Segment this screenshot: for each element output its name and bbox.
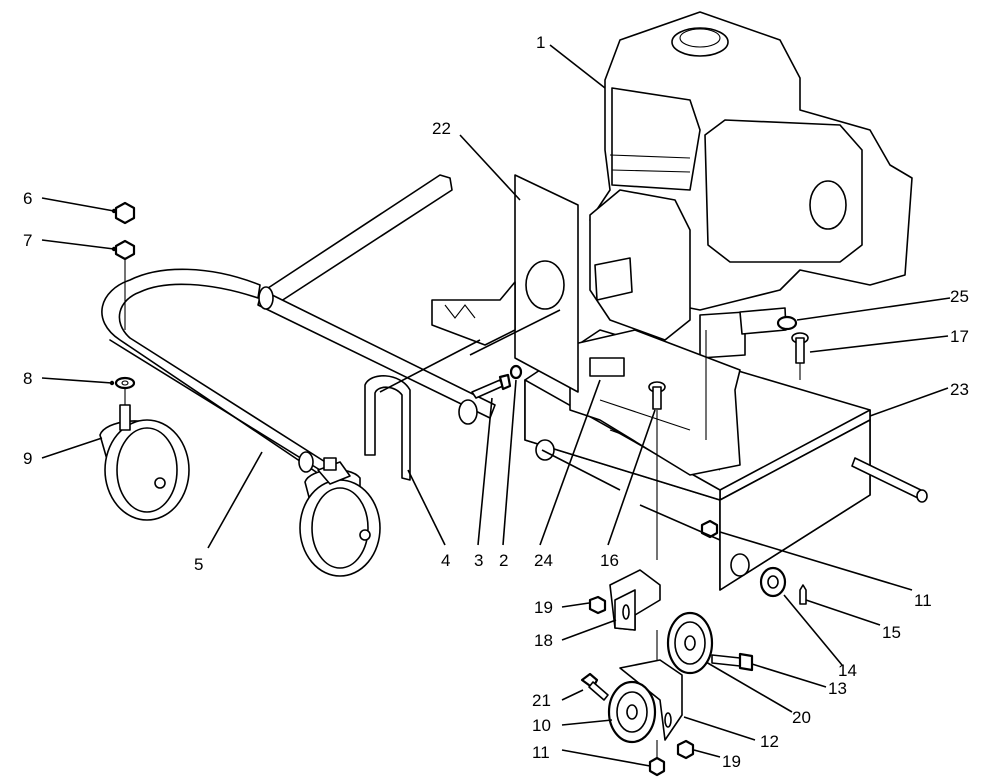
callout-8: 8	[23, 369, 32, 388]
idler-bracket-lower	[619, 659, 683, 741]
callout-10: 10	[532, 716, 551, 735]
callout-7: 7	[23, 231, 32, 250]
leader-lines	[41, 44, 951, 767]
callout-2: 2	[499, 551, 508, 570]
idler-pulley-20	[666, 611, 714, 675]
callout-1: 1	[536, 33, 545, 52]
callout-15: 15	[882, 623, 901, 642]
idler-pulley-10	[607, 680, 657, 744]
callout-20: 20	[792, 708, 811, 727]
callout-23: 23	[950, 380, 969, 399]
callout-21: 21	[532, 691, 551, 710]
washer-14	[759, 566, 787, 598]
nut-11-bottom	[648, 756, 666, 777]
washer-25	[776, 315, 798, 331]
callout-3: 3	[474, 551, 483, 570]
callout-11-lower: 11	[532, 743, 550, 762]
callout-19-lower: 19	[722, 752, 741, 771]
bolt-3	[471, 373, 512, 399]
nut-6	[114, 201, 136, 225]
callout-12: 12	[760, 732, 779, 751]
callout-16: 16	[600, 551, 619, 570]
callout-18: 18	[534, 631, 553, 650]
mounting-bracket	[431, 174, 579, 393]
callout-9: 9	[23, 449, 32, 468]
u-bolt	[364, 375, 411, 481]
nut-19-upper	[588, 595, 607, 615]
callout-13: 13	[828, 679, 847, 698]
leader-endpoints	[109, 208, 117, 386]
callout-19-upper: 19	[534, 598, 553, 617]
callout-labels: 1 2 3 4 5 6 7 8 9 10 11 11 12 13 14 15 1…	[23, 33, 969, 771]
pin-16	[648, 381, 666, 410]
nut-7	[114, 239, 136, 261]
idler-bracket-upper	[609, 569, 661, 631]
callout-17: 17	[950, 327, 969, 346]
callout-25: 25	[950, 287, 969, 306]
nut-19-lower	[676, 739, 695, 760]
bolt-13	[711, 652, 754, 672]
caster-left	[99, 404, 190, 521]
bolt-17	[791, 332, 809, 364]
caster-right	[299, 457, 381, 577]
callout-6: 6	[23, 189, 32, 208]
washer-2	[509, 364, 523, 380]
cotter-pin-15	[799, 584, 807, 605]
engine	[589, 11, 913, 359]
bolt-21	[580, 672, 609, 701]
callout-5: 5	[194, 555, 203, 574]
callout-11-upper: 11	[914, 591, 932, 610]
callout-14: 14	[838, 661, 857, 680]
callout-4: 4	[441, 551, 450, 570]
callout-22: 22	[432, 119, 451, 138]
washer-8	[114, 376, 136, 390]
callout-24: 24	[534, 551, 553, 570]
